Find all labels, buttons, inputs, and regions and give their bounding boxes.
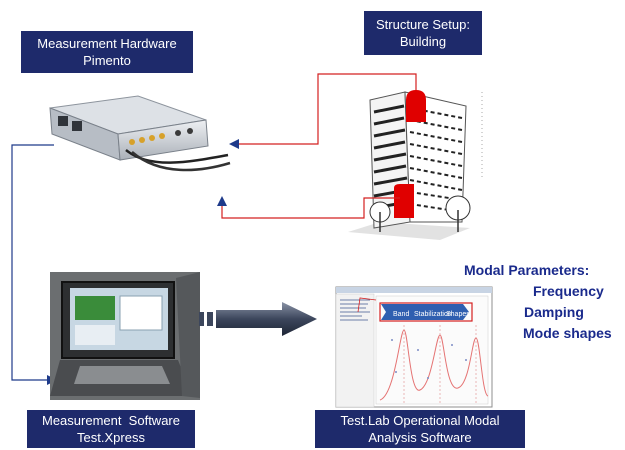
cable-bottom bbox=[221, 197, 400, 219]
cable-bottom-arrow bbox=[217, 196, 227, 206]
label-structure-setup: Structure Setup: Building bbox=[364, 11, 482, 55]
rugged-laptop bbox=[50, 272, 200, 400]
label-hardware-line2: Pimento bbox=[83, 53, 131, 68]
label-testlab-software: Test.Lab Operational Modal Analysis Soft… bbox=[315, 410, 525, 448]
screen-tab-stabilization: Stabilization bbox=[414, 311, 452, 318]
label-measurement-software: Measurement Software Test.Xpress bbox=[27, 410, 195, 448]
bottom-sensor bbox=[394, 184, 414, 218]
label-software-line1: Measurement Software bbox=[41, 413, 180, 428]
screen-tab-band: Band bbox=[393, 311, 409, 318]
top-sensor bbox=[406, 90, 426, 122]
label-measurement-hardware: Measurement Hardware Pimento bbox=[21, 31, 193, 73]
label-software-line2: Test.Xpress bbox=[77, 430, 145, 445]
param-mode-shapes: Mode shapes bbox=[523, 325, 612, 341]
label-testlab-line2: Analysis Software bbox=[368, 430, 472, 445]
param-damping: Damping bbox=[524, 304, 584, 320]
software-screenshot: Band Stabilization Shapes bbox=[335, 286, 493, 408]
label-structure-line1: Structure Setup: bbox=[376, 17, 470, 32]
screen-tab-shapes: Shapes bbox=[446, 311, 470, 318]
flow-arrow bbox=[199, 302, 317, 336]
cable-top bbox=[238, 73, 417, 145]
modal-parameters-title: Modal Parameters: bbox=[464, 262, 590, 278]
label-testlab-line1: Test.Lab Operational Modal bbox=[340, 413, 500, 428]
connector-line bbox=[11, 144, 54, 381]
param-frequency: Frequency bbox=[533, 283, 604, 299]
cable-top-arrow bbox=[229, 139, 239, 149]
label-structure-line2: Building bbox=[399, 34, 447, 49]
measurement-hardware-device bbox=[49, 95, 231, 172]
label-hardware-line1: Measurement Hardware bbox=[37, 36, 177, 51]
